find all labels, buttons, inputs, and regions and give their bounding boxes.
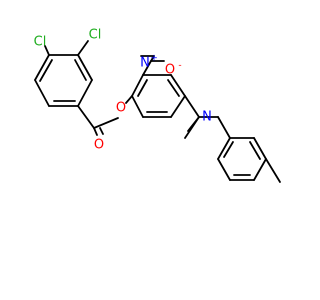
bond [131,95,144,118]
oxygen-label: O [116,101,126,116]
bond [93,117,119,129]
bond [184,95,200,118]
bond [223,141,234,158]
bond [34,79,50,107]
bond [217,116,231,139]
bond [249,141,261,160]
bond [77,54,93,81]
nitrogen-label: N [202,110,212,125]
bond [74,59,87,81]
bond-lines [34,40,281,183]
oxygen-label: O [165,63,175,78]
atom-labels: Cl Cl O O N + O - N [34,28,212,153]
bond [217,158,231,181]
oxygen-label: O [94,138,104,153]
bond [167,79,180,97]
bond [137,79,148,97]
bond [77,40,89,56]
chemical-structure-diagram: Cl Cl O O N + O - N [34,28,281,183]
nitrogen-label: N [140,56,150,71]
bond [77,105,95,129]
bond [125,95,133,104]
bond [170,95,186,118]
bond [142,60,152,76]
chlorine-label: Cl [89,28,102,43]
bond [44,45,50,56]
bond [93,127,98,136]
bond [131,74,144,97]
bond [253,158,267,181]
chlorine-label: Cl [34,35,47,50]
bond [39,59,53,82]
bond [253,137,267,160]
bond [265,158,281,183]
positive-charge-label: + [150,54,158,64]
bond [187,116,200,132]
negative-charge-label: - [178,61,181,71]
bond [170,74,186,97]
bond [77,79,93,107]
bond [99,127,104,135]
bond [34,54,50,81]
bond [217,137,231,160]
